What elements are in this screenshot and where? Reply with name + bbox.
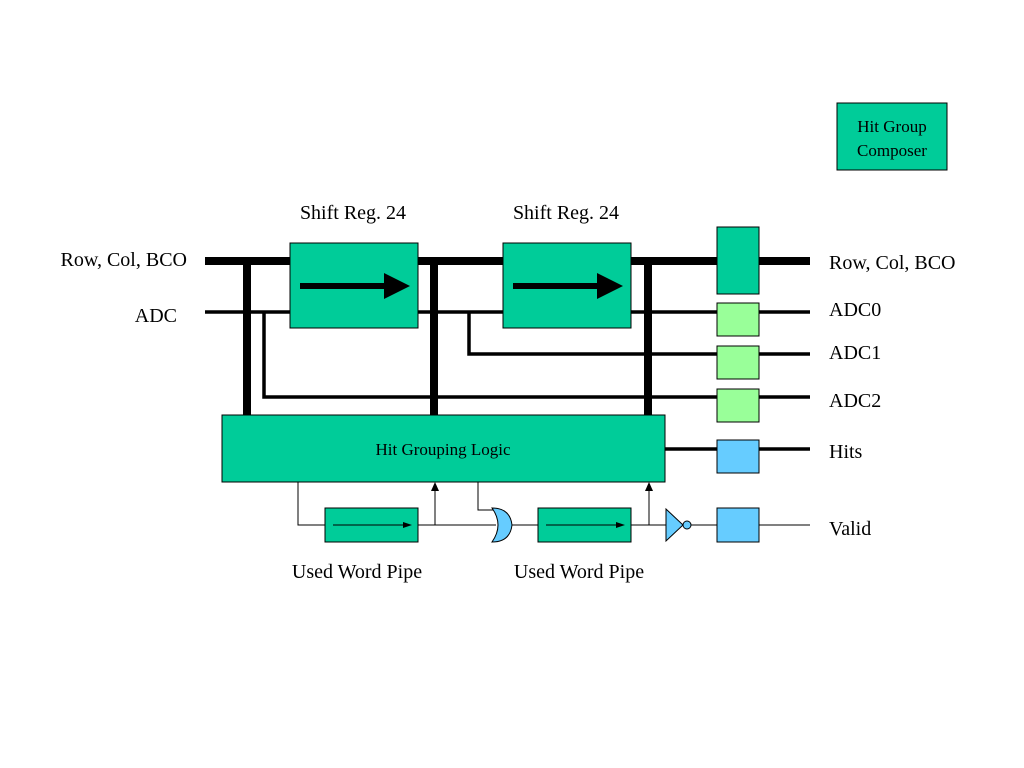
pipe-2-label: Used Word Pipe (514, 561, 644, 583)
output-label-valid: Valid (829, 518, 871, 540)
hit-grouping-logic-label: Hit Grouping Logic (375, 440, 510, 459)
output-reg-adc0 (716, 302, 760, 337)
feedback-arrow-1-head (431, 482, 439, 491)
title-box (836, 102, 948, 171)
adc1-line (467, 312, 810, 356)
feedback-arrow-2-head (645, 482, 653, 491)
output-label-adc2: ADC2 (829, 390, 881, 412)
output-reg-adc1 (716, 345, 760, 380)
output-label-adc1: ADC1 (829, 342, 881, 364)
logic-to-or-wire (477, 482, 497, 511)
shift-register-2-label: Shift Reg. 24 (513, 202, 619, 224)
pipe-input-wire (297, 482, 325, 526)
input-label-adc: ADC (135, 305, 177, 327)
output-label-hits: Hits (829, 441, 863, 463)
pipe-1-label: Used Word Pipe (292, 561, 422, 583)
arrow-right-icon (546, 522, 625, 528)
output-label-row-col-bco: Row, Col, BCO (829, 252, 956, 274)
shift-register-1-label: Shift Reg. 24 (300, 202, 406, 224)
arrow-right-icon (333, 522, 412, 528)
output-reg-adc2 (716, 388, 760, 423)
hit-grouping-logic-block (221, 414, 666, 483)
arrow-right-icon (300, 273, 410, 299)
output-reg-hits (716, 439, 760, 474)
not-gate-icon (665, 507, 692, 543)
arrow-right-icon (513, 273, 623, 299)
input-label-row-col-bco: Row, Col, BCO (60, 249, 187, 271)
output-reg-valid (716, 507, 760, 543)
output-reg-row-col-bco (716, 226, 760, 295)
output-label-adc0: ADC0 (829, 299, 881, 321)
title-line-1: Hit Group (857, 117, 926, 136)
or-gate-icon (491, 507, 513, 543)
title-line-2: Composer (857, 141, 927, 160)
adc2-line (262, 312, 810, 399)
